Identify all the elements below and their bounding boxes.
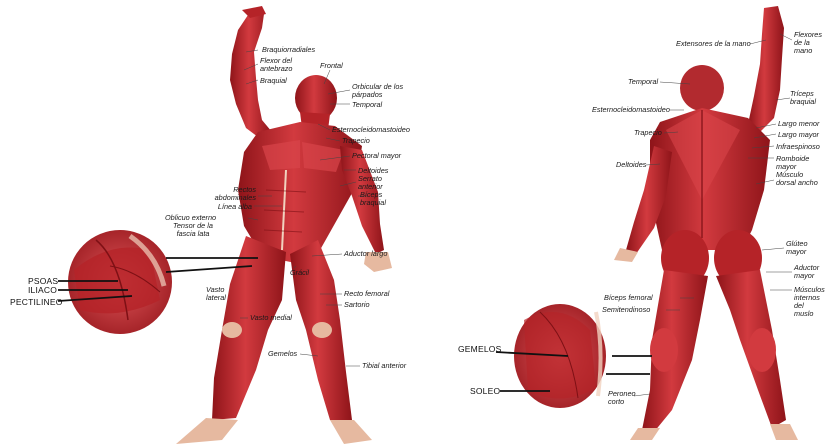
label-pectoral-mayor: Pectoral mayor (352, 152, 401, 160)
label-dorsal-ancho: Músculo dorsal ancho (776, 171, 818, 187)
label-musculos-internos: Músculos internos del muslo (794, 286, 829, 318)
label-gracil: Grácil (290, 269, 309, 277)
inset-label-soleo: SOLEO (470, 386, 500, 396)
label-deltoides-posterior: Deltoides (616, 161, 646, 169)
label-linea-alba: Línea alba (186, 203, 252, 211)
posterior-head (680, 65, 724, 111)
label-aductor-largo: Aductor largo (344, 250, 387, 258)
label-orbicular: Orbicular de los párpados (352, 83, 403, 99)
label-vasto-lateral: Vasto lateral (206, 286, 226, 302)
label-semitendinoso: Semitendinoso (602, 306, 650, 314)
label-triceps-braquial: Tríceps braquial (790, 90, 816, 106)
label-largo-menor: Largo menor (778, 120, 819, 128)
label-braquial: Braquial (260, 77, 287, 85)
label-aductor-mayor: Aductor mayor (794, 264, 819, 280)
inset-label-pectineo: PECTILINEO (10, 297, 63, 307)
label-tibial-anterior: Tibial anterior (362, 362, 406, 370)
label-flexores-mano: Flexores de la mano (794, 31, 829, 55)
label-temporal-posterior: Temporal (628, 78, 658, 86)
label-vasto-medial: Vasto medial (250, 314, 292, 322)
inset-label-iliaco: ILIACO (28, 285, 57, 295)
label-esternocleidomastoideo-anterior: Esternocleidomastoideo (332, 126, 410, 134)
posterior-raised-arm (748, 6, 784, 132)
anterior-inset (68, 230, 172, 334)
label-peroneo-corto: Peroneo corto (608, 390, 636, 406)
anterior-left-foot (176, 418, 238, 444)
label-serrato: Serrato anterior (358, 175, 383, 191)
label-sartorio: Sartorio (344, 301, 370, 309)
label-recto-femoral: Recto femoral (344, 290, 389, 298)
label-tensor-fascia-lata: Tensor de la fascia lata (160, 222, 226, 238)
label-extensores-mano: Extensores de la mano (676, 40, 751, 48)
label-biceps-braquial-anterior: Bíceps braquial (360, 191, 386, 207)
label-frontal: Frontal (320, 62, 343, 70)
label-biceps-femoral: Bíceps femoral (604, 294, 653, 302)
label-trapecio-posterior: Trapecio (634, 129, 662, 137)
posterior-right-foot (770, 424, 798, 440)
label-braquiorradiales: Braquiorradiales (262, 46, 315, 54)
anterior-right-foot (330, 420, 372, 444)
inset-label-gemelos: GEMELOS (458, 344, 501, 354)
label-esternocleidomastoideo-posterior: Esternocleidomastoideo (592, 106, 670, 114)
label-gluteo-mayor: Glúteo mayor (786, 240, 808, 256)
label-rectos-abdominales: Rectos abdominales (186, 186, 256, 202)
label-gemelos-anterior: Gemelos (268, 350, 297, 358)
posterior-left-foot (630, 428, 660, 440)
label-flexor-antebrazo: Flexor del antebrazo (260, 57, 292, 73)
label-romboide-mayor: Romboide mayor (776, 155, 829, 171)
label-infraespinoso: Infraespinoso (776, 143, 820, 151)
label-temporal-anterior: Temporal (352, 101, 382, 109)
label-largo-mayor: Largo mayor (778, 131, 819, 139)
label-trapecio-anterior: Trapecio (342, 137, 370, 145)
